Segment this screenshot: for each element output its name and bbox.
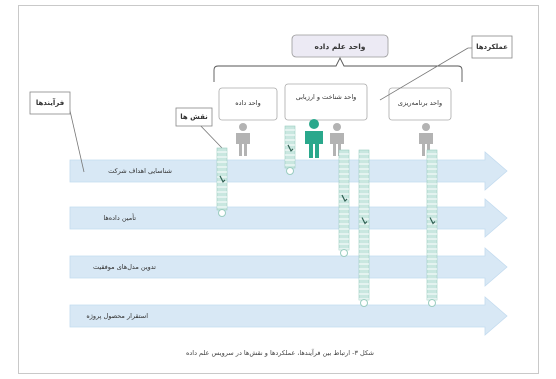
ladder-bar-2: [284, 125, 296, 175]
processes-label: فرآیندها: [35, 99, 65, 107]
processes-callout-line: [67, 101, 85, 173]
process-label-1: شناسایی اهداف شرکت: [108, 167, 172, 175]
unit-box-3: [388, 87, 452, 121]
ladder-bar-1: [216, 147, 228, 217]
actors-callout-box: [471, 35, 513, 59]
process-arrow-2: [69, 198, 508, 238]
roles-label: نقش ها: [180, 113, 208, 121]
process-label-2: تأمین داده‌ها: [103, 214, 136, 222]
process-arrow-3: [69, 247, 508, 287]
unit-box-2: [284, 83, 368, 121]
header-brace: [213, 56, 463, 82]
processes-callout-box: [29, 91, 71, 115]
process-label-3: تدوین مدل‌های موفقیت: [93, 263, 156, 271]
unit-label-2: واحد شناخت و ارزیابی: [295, 93, 357, 101]
person-icon-gray-1: [236, 123, 250, 156]
ladder-bar-4: [358, 149, 370, 307]
unit-label-1: واحد داده: [235, 99, 261, 107]
ladder-bar-5: [426, 149, 438, 307]
person-icon-teal: [305, 119, 323, 158]
process-arrow-4: [69, 296, 508, 336]
actors-label: عملکردها: [476, 43, 508, 51]
header-box-label: واحد علم داده: [314, 42, 366, 51]
process-label-4: استقرار محصول پروژه: [86, 312, 148, 320]
figure-caption: شکل ۳- ارتباط بین فرآیندها، عملکردها و ن…: [185, 349, 374, 357]
unit-label-3: واحد برنامه‌ریزی: [397, 99, 443, 107]
unit-box-1: [218, 87, 278, 121]
process-arrows: [69, 151, 508, 336]
ladder-bar-3: [338, 149, 350, 257]
roles-callout-box: [175, 107, 213, 127]
